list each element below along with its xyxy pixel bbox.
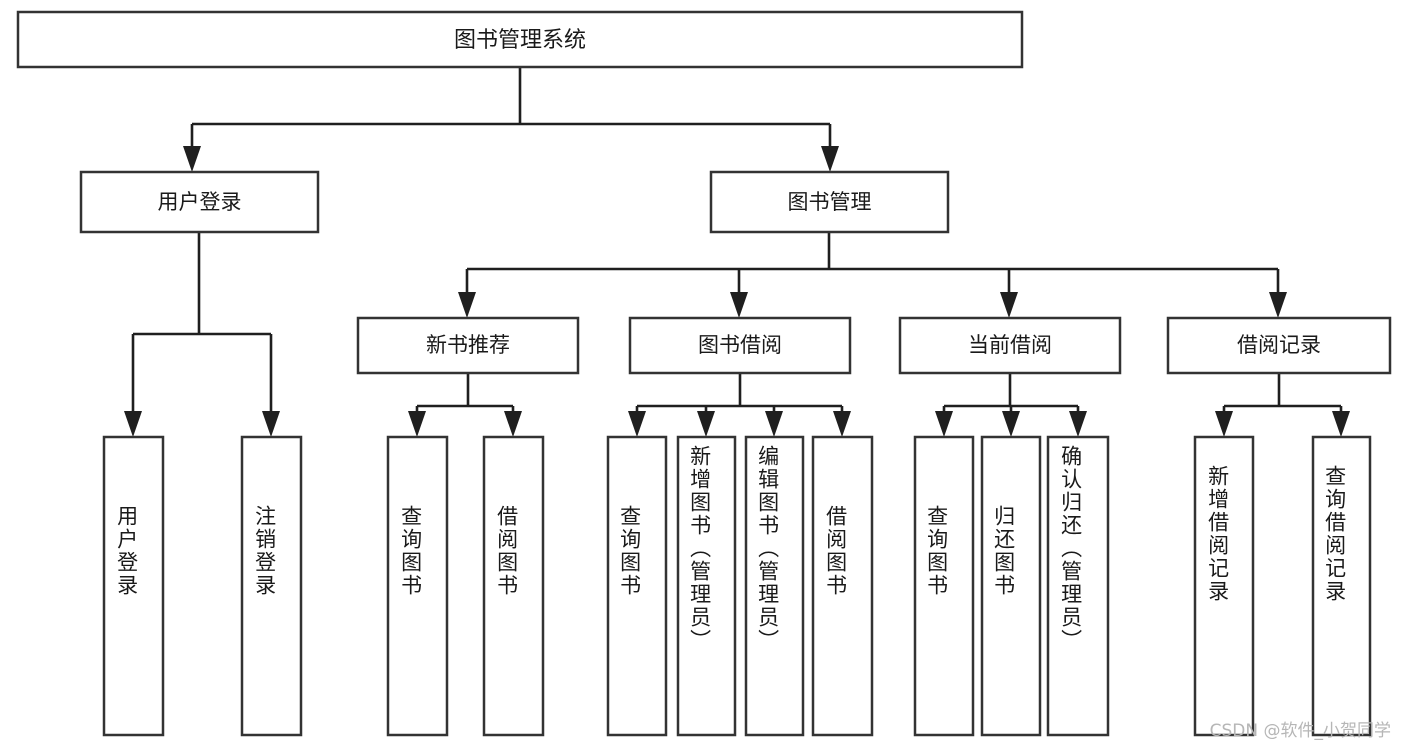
node-current-borrow[interactable]	[898, 316, 1122, 375]
node-leaf-logout[interactable]	[240, 435, 303, 737]
arrow-head-leaf-user-login	[124, 411, 142, 437]
node-user-login-label: 用户登录	[158, 190, 242, 214]
node-borrow-record[interactable]	[1166, 316, 1392, 375]
arrow-head-book-manage	[821, 146, 839, 172]
arrow-head-current-borrow	[1000, 292, 1018, 318]
connector-layer	[124, 67, 1350, 437]
arrow-head-leaf-borrow-book-1	[504, 411, 522, 437]
arrow-head-leaf-borrow-book-2	[833, 411, 851, 437]
arrow-head-leaf-edit-book	[765, 411, 783, 437]
node-current-borrow-label: 当前借阅	[968, 333, 1052, 357]
node-book-borrow-label: 图书借阅	[698, 333, 782, 357]
node-book-borrow[interactable]	[628, 316, 852, 375]
arrow-head-leaf-logout	[262, 411, 280, 437]
node-leaf-add-record[interactable]	[1193, 435, 1255, 737]
node-leaf-borrow-book-1[interactable]	[482, 435, 545, 737]
node-leaf-edit-book[interactable]	[744, 435, 805, 737]
node-root-label: 图书管理系统	[454, 28, 586, 53]
arrow-head-leaf-query-book-1	[408, 411, 426, 437]
arrow-head-borrow-record	[1269, 292, 1287, 318]
node-book-manage-label: 图书管理	[788, 190, 872, 214]
node-leaf-query-book-1[interactable]	[386, 435, 449, 737]
node-book-manage[interactable]	[709, 170, 950, 234]
node-leaf-query-book-3[interactable]	[913, 435, 975, 737]
arrow-head-new-book-recommend	[458, 292, 476, 318]
node-new-book-recommend-label: 新书推荐	[426, 333, 510, 357]
node-user-login[interactable]	[79, 170, 320, 234]
node-leaf-confirm-return[interactable]	[1046, 435, 1110, 737]
arrow-head-user-login	[183, 146, 201, 172]
node-leaf-user-login[interactable]	[102, 435, 165, 737]
arrow-head-leaf-query-book-3	[935, 411, 953, 437]
node-root-book-management-system[interactable]	[16, 10, 1024, 69]
node-leaf-query-record[interactable]	[1311, 435, 1372, 737]
arrow-head-leaf-add-record	[1215, 411, 1233, 437]
arrow-head-leaf-confirm-return	[1069, 411, 1087, 437]
node-borrow-record-label: 借阅记录	[1237, 333, 1321, 357]
node-leaf-return-book[interactable]	[980, 435, 1042, 737]
node-new-book-recommend[interactable]	[356, 316, 580, 375]
arrow-head-leaf-add-book	[697, 411, 715, 437]
node-leaf-query-book-2[interactable]	[606, 435, 668, 737]
node-leaf-add-book[interactable]	[676, 435, 737, 737]
arrow-head-leaf-query-book-2	[628, 411, 646, 437]
arrow-head-book-borrow	[730, 292, 748, 318]
csdn-watermark: CSDN @软件_小贺同学	[1209, 721, 1391, 741]
arrow-head-leaf-return-book	[1002, 411, 1020, 437]
arrow-head-leaf-query-record	[1332, 411, 1350, 437]
node-leaf-borrow-book-2[interactable]	[811, 435, 874, 737]
node-layer: 图书管理系统 用户登录 图书管理 新书推荐 图书借阅 当前借阅 借阅记录	[16, 10, 1392, 737]
